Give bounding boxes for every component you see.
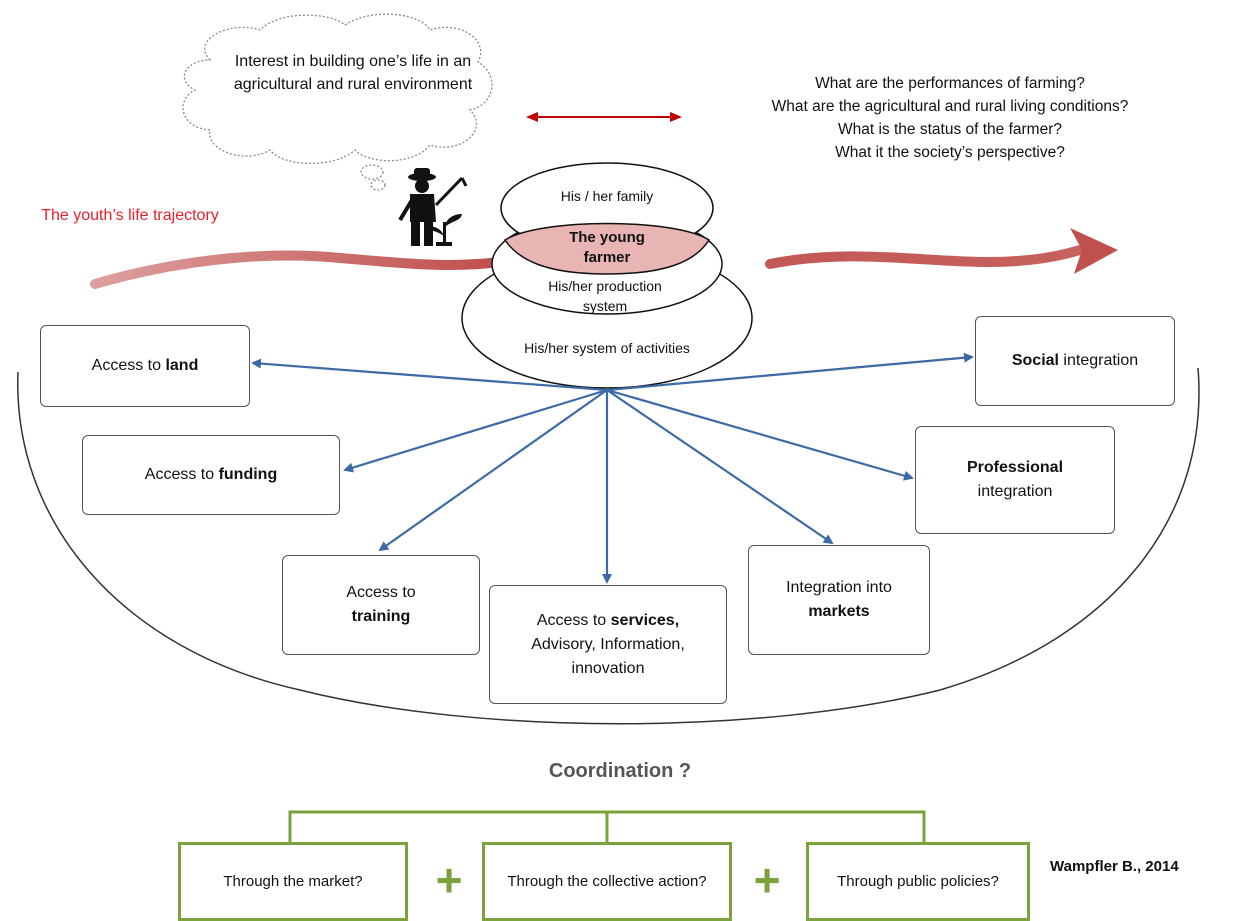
- professional-integration-suffix: integration: [977, 483, 1053, 500]
- access-funding-box: Access to funding: [82, 435, 340, 515]
- professional-integration-bold: Professional: [966, 459, 1064, 476]
- plant-sprout-icon: [428, 214, 462, 246]
- integration-markets-prefix: Integration into: [786, 579, 892, 596]
- young-farmer-overlap: [503, 222, 711, 275]
- access-land-text: Access to land: [91, 357, 199, 374]
- youth-trajectory-label: The youth’s life trajectory: [41, 207, 219, 224]
- access-services-line1: Access to services,: [536, 611, 680, 629]
- access-land-box: Access to land: [40, 325, 250, 407]
- family-label: His / her family: [560, 188, 654, 204]
- access-training-box: Access to training: [282, 555, 480, 655]
- arrow-to-social: [606, 352, 974, 392]
- hub-arrows: [251, 352, 974, 584]
- questions-block: What are the performances of farming? Wh…: [700, 72, 1200, 164]
- credit-label: Wampfler B., 2014: [1050, 858, 1179, 875]
- integration-markets-bold: markets: [808, 603, 870, 620]
- coordination-connector: [288, 810, 926, 842]
- system-of-activities-label: His/her system of activities: [524, 340, 690, 356]
- question-2: What are the agricultural and rural livi…: [771, 98, 1129, 115]
- thought-cloud-icon: [182, 13, 493, 191]
- young-farmer-label: The young farmer: [569, 229, 645, 266]
- integration-markets-box: Integration into markets: [748, 545, 930, 655]
- professional-integration-box: Professional integration: [915, 426, 1115, 534]
- question-4: What it the society’s perspective?: [835, 144, 1065, 161]
- access-training-bold: training: [351, 608, 411, 625]
- coordination-policies-box: Through public policies?: [806, 842, 1030, 921]
- question-1: What are the performances of farming?: [815, 75, 1085, 92]
- cloud-text: Interest in building one’s life in an ag…: [233, 53, 473, 93]
- farmer-with-hoe-icon: [398, 168, 468, 246]
- access-training-prefix: Access to: [346, 584, 416, 601]
- coordination-market-box: Through the market?: [178, 842, 408, 921]
- coordination-policies-text: Through public policies?: [837, 872, 999, 890]
- production-system-label: His/her production system: [548, 278, 662, 314]
- question-3: What is the status of the farmer?: [838, 121, 1062, 138]
- plus-sign-1: +: [435, 854, 463, 906]
- framework-arc: [17, 367, 1200, 725]
- arrow-to-professional: [606, 388, 914, 481]
- coordination-market-text: Through the market?: [223, 872, 363, 890]
- coordination-label: Coordination ?: [548, 760, 692, 782]
- arrow-to-markets: [606, 389, 834, 545]
- arrow-to-land: [251, 358, 608, 392]
- coordination-collective-text: Through the collective action?: [507, 872, 707, 890]
- access-services-line2: Advisory, Information, innovation: [531, 635, 685, 677]
- arrow-to-funding: [343, 388, 608, 473]
- social-integration-box: Social integration: [975, 316, 1175, 406]
- social-integration-text: Social integration: [1011, 352, 1139, 369]
- coordination-collective-box: Through the collective action?: [482, 842, 732, 921]
- access-funding-text: Access to funding: [144, 466, 278, 483]
- trajectory-arrow: [90, 228, 1118, 289]
- arrow-to-training: [378, 389, 608, 552]
- access-services-box: Access to services, Advisory, Informatio…: [489, 585, 727, 704]
- plus-sign-2: +: [753, 854, 781, 906]
